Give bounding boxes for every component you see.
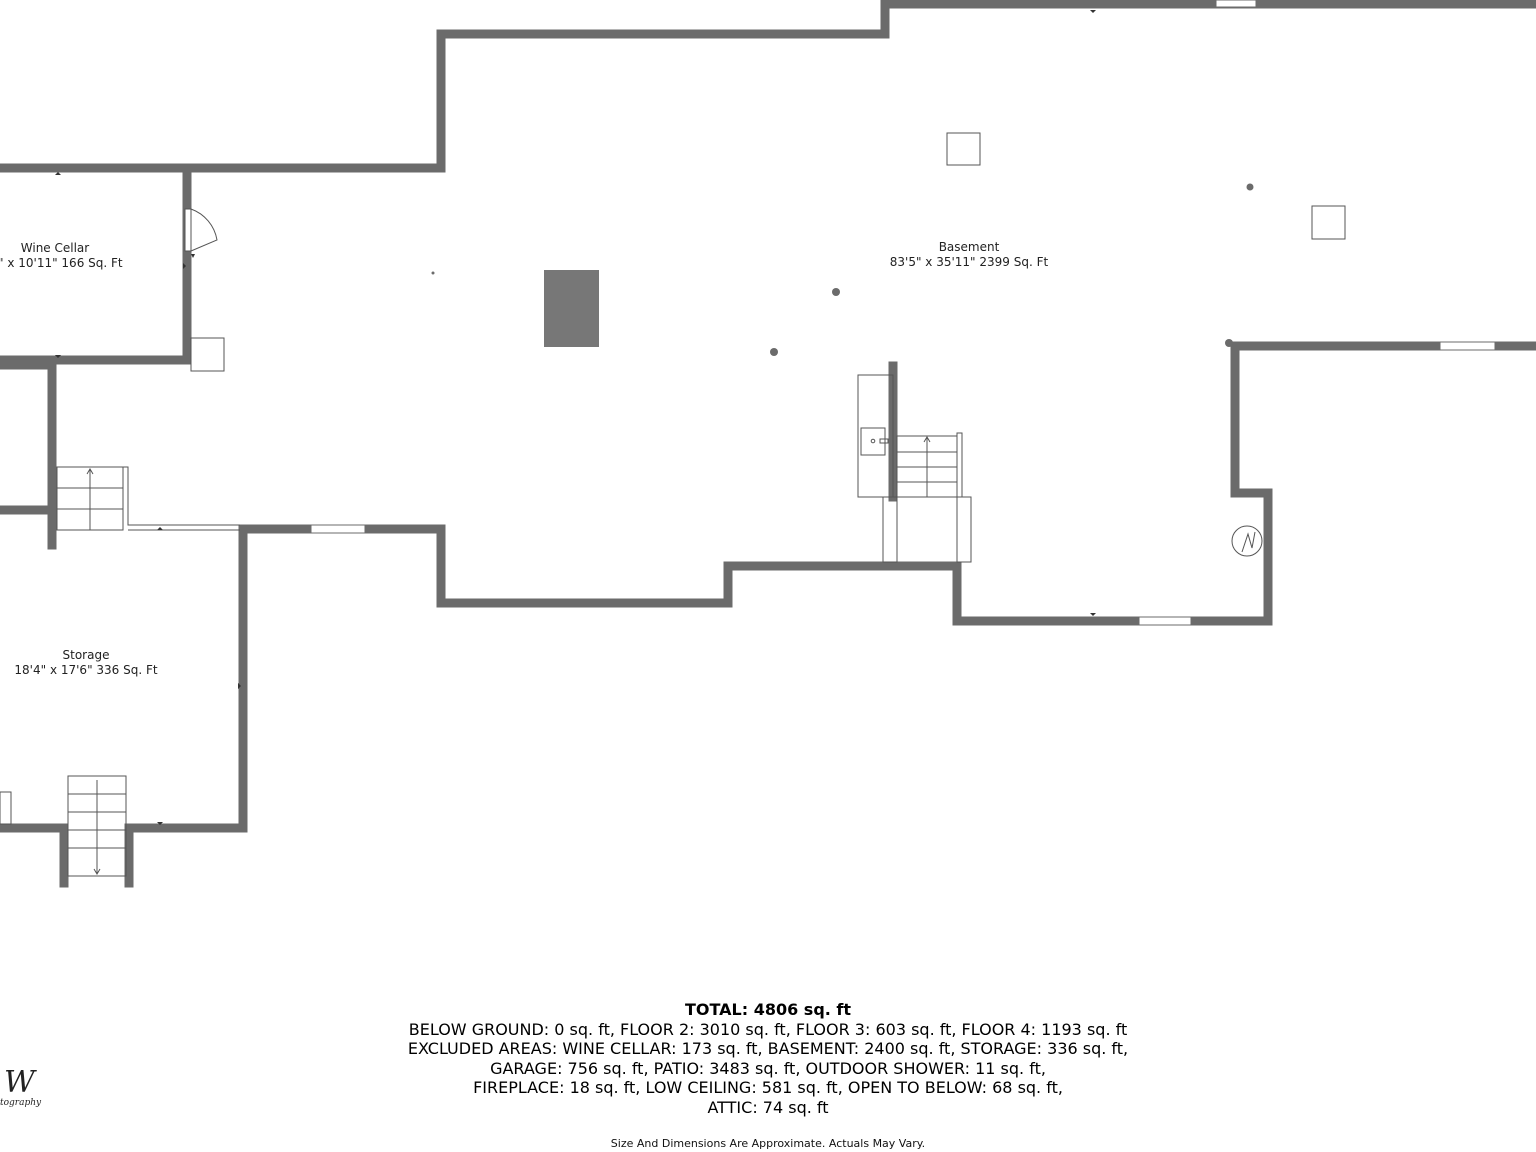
fireplace [544,270,599,347]
photography-logo: W tography [0,1065,42,1108]
column-3 [190,337,225,372]
window-east [1439,341,1496,351]
landing-left [882,496,898,563]
posts [431,183,1254,356]
summary-line-1: BELOW GROUND: 0 sq. ft, FLOOR 2: 3010 sq… [408,1019,1128,1039]
disclaimer: Size And Dimensions Are Approximate. Act… [610,1137,926,1150]
west-corridor-wall [0,360,57,550]
north-wall [0,0,1536,173]
wine-cellar-dims-text: " x 10'11" 166 Sq. Ft [0,256,123,270]
water-heater [1231,525,1263,557]
wine-cellar-label: Wine Cellar [0,241,115,256]
stairs [56,432,963,877]
storage-label: Storage 18'4" x 17'6" 336 Sq. Ft [0,648,172,678]
summary-line-3: GARAGE: 756 sq. ft, PATIO: 3483 sq. ft, … [490,1058,1046,1078]
window-south-east [1138,616,1192,626]
sink [860,427,886,456]
windows [310,0,1496,626]
basement-dims: 83'5" x 35'11" 2399 Sq. Ft [889,255,1049,269]
column-1 [946,132,981,166]
south-basement-wall [238,341,1536,626]
wine-cellar-dims: " x 10'11" 166 Sq. Ft [0,256,123,271]
area-summary: TOTAL: 4806 sq. ft BELOW GROUND: 0 sq. f… [0,1000,1536,1117]
sink-counter [857,374,894,498]
walls [0,0,1536,888]
wine-cellar-name: Wine Cellar [20,241,90,255]
logo-initial: W [4,1065,37,1100]
summary-line-2: EXCLUDED AREAS: WINE CELLAR: 173 sq. ft,… [407,1039,1129,1058]
summary-line-5: ATTIC: 74 sq. ft [707,1097,829,1117]
window-south-west [310,524,366,534]
total-area: TOTAL: 4806 sq. ft [684,1000,852,1019]
summary-line-4: FIREPLACE: 18 sq. ft, LOW CEILING: 581 s… [473,1078,1063,1097]
storage-name: Storage [62,648,110,662]
storage-east-wall [124,524,248,833]
window-north [1215,0,1257,8]
column-2 [1311,205,1346,240]
basement-name: Basement [938,240,1000,254]
storage-dims: 18'4" x 17'6" 336 Sq. Ft [14,663,158,677]
measure-ticks [55,10,1096,825]
basement-label: Basement 83'5" x 35'11" 2399 Sq. Ft [869,240,1069,270]
wine-cellar-door [184,208,218,252]
storage-fixture [0,791,12,825]
logo-text: tography [0,1098,42,1108]
landing-right [956,496,972,563]
fixtures [0,132,1346,825]
